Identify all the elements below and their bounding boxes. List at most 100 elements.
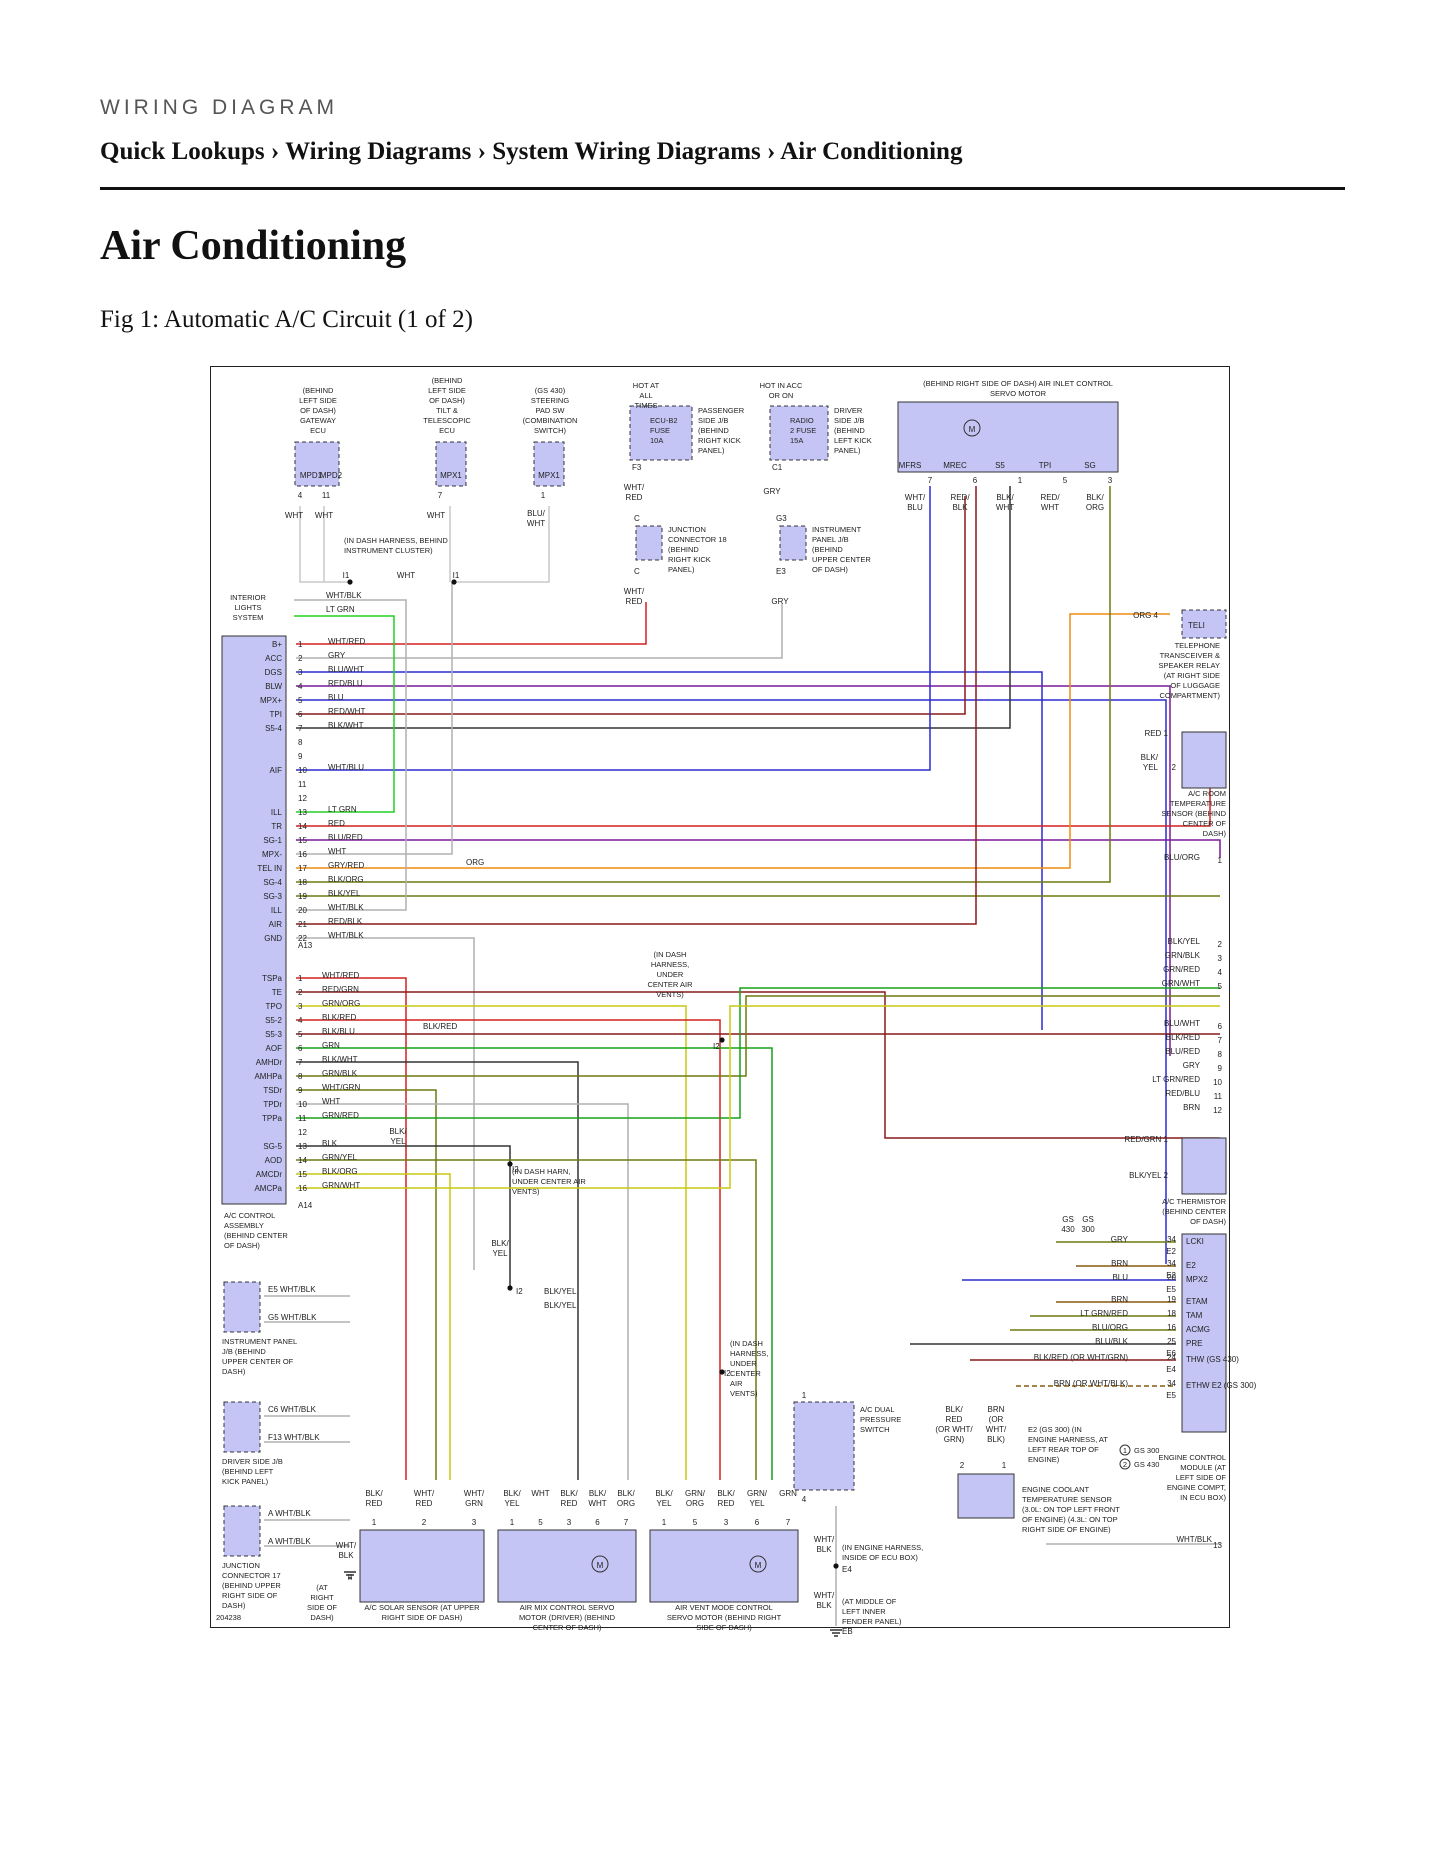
page-title: Air Conditioning [100, 223, 407, 269]
splice-dot [451, 579, 457, 585]
diagram-label: C6 WHT/BLK [268, 1405, 317, 1414]
a13-pin-number: 19 [298, 892, 307, 901]
wire-steering [454, 506, 550, 583]
left-junction-box-label: RIGHT SIDE OF [222, 1591, 278, 1600]
diagram-label: YEL [492, 1249, 508, 1258]
motor-icon [591, 1555, 609, 1573]
diagram-label: BLK/ [503, 1489, 521, 1498]
motor-icon-label: M [969, 425, 976, 434]
diagram-label: 1 [802, 1391, 807, 1400]
diagram-label: G5 WHT/BLK [268, 1313, 317, 1322]
a13-pin-name: TEL IN [257, 864, 282, 873]
a14-pin-name: S5-2 [265, 1016, 282, 1025]
gateway-ecu-label: LEFT SIDE [299, 396, 337, 405]
a13-pin-name: S5-4 [265, 724, 282, 733]
breadcrumb-item[interactable]: Wiring Diagrams [285, 138, 472, 165]
diagram-label: YEL [656, 1499, 672, 1508]
blower-pin: 4 [1218, 968, 1223, 977]
bottom-component-label: CENTER OF DASH) [533, 1623, 602, 1632]
diagram-label: 13 [1213, 1541, 1222, 1550]
a13-pin-number: 7 [298, 724, 303, 733]
diagram-label: 1 [510, 1518, 515, 1527]
diagram-label: FUSE [650, 426, 670, 435]
diagram-label: F3 [632, 463, 642, 472]
steering-pad-label: (GS 430) [535, 386, 566, 395]
diagram-label: (BEHIND [834, 426, 865, 435]
a13-pin-number: 3 [298, 668, 303, 677]
a13-pin-number: 1 [298, 640, 303, 649]
junction-18-label: (BEHIND [668, 545, 699, 554]
a13-wire-label: LT GRN [328, 805, 357, 814]
diagram-label: 7 [928, 476, 933, 485]
blower-pin: 5 [1218, 982, 1223, 991]
wire-blu-red [296, 839, 1221, 858]
wire-lt-grn [294, 615, 395, 813]
ecu-b2-fuse-box [629, 405, 693, 461]
diagram-label: (OR [989, 1415, 1004, 1424]
left-junction-box [223, 1505, 261, 1557]
splice-dot [507, 1161, 513, 1167]
tilt-ecu-label: ECU [439, 426, 455, 435]
ecm-pin-name: ETHW E2 (GS 300) [1186, 1381, 1257, 1390]
interior-lights-label: INTERIOR [230, 593, 266, 602]
a13-pin-number: 17 [298, 864, 307, 873]
a13-pin-number: 5 [298, 696, 303, 705]
pressure-switch-label: PRESSURE [860, 1415, 901, 1424]
wire-grn-blk [296, 995, 1220, 1077]
tilt-telescopic-ecu [435, 441, 467, 487]
a13-pin-number: 6 [298, 710, 303, 719]
ecm-connector-id: E5 [1166, 1285, 1176, 1294]
gateway-ecu [294, 441, 340, 487]
breadcrumb-item[interactable]: System Wiring Diagrams [492, 138, 761, 165]
diagram-label: 6 [973, 476, 978, 485]
diagram-label: 1 [1123, 1446, 1127, 1455]
a13-pin-number: 4 [298, 682, 303, 691]
a14-wire-label: WHT [322, 1097, 340, 1106]
a14-wire-label: GRN/YEL [322, 1153, 358, 1162]
ecm-pin-name: PRE [1186, 1339, 1202, 1348]
diagram-label: WHT [1041, 503, 1059, 512]
splice-dot [719, 1037, 725, 1043]
diagram-label: C1 [772, 463, 783, 472]
diagram-label: WHT [996, 503, 1014, 512]
diagram-label: BLK/YEL [544, 1301, 577, 1310]
tilt-ecu-label: LEFT SIDE [428, 386, 466, 395]
breadcrumb-item[interactable]: Quick Lookups [100, 138, 265, 165]
diagram-label: WHT/ [624, 587, 645, 596]
wire-blk-wht-2 [296, 1061, 579, 1480]
harness-note: (IN DASH [730, 1339, 763, 1348]
left-junction-box-label: JUNCTION [222, 1561, 260, 1570]
diagram-label: M [755, 1561, 762, 1570]
harness-note: UNDER [730, 1359, 757, 1368]
ground-label: (AT MIDDLE OF [842, 1597, 897, 1606]
diagram-label: RED [626, 493, 643, 502]
connector-a14-id: A14 [298, 1201, 313, 1210]
diagram-label: ORG [1086, 503, 1104, 512]
left-junction-box [223, 1401, 261, 1453]
tilt-ecu-label: TILT & [436, 406, 458, 415]
left-junction-box-label: (BEHIND LEFT [222, 1467, 274, 1476]
a14-pin-number: 7 [298, 1058, 303, 1067]
diagram-label: E4 [842, 1565, 852, 1574]
steering-pad-label: STEERING [531, 396, 570, 405]
ecm-pin-name: LCKI [1186, 1237, 1204, 1246]
diagram-label: WHT [427, 511, 445, 520]
pressure-switch-label: A/C DUAL [860, 1405, 895, 1414]
a13-wire-label: WHT/BLK [328, 931, 364, 940]
a14-pin-name: TSDr [263, 1086, 282, 1095]
breadcrumb-separator: › [477, 138, 486, 165]
breadcrumb-item[interactable]: Air Conditioning [780, 138, 963, 165]
diagram-label: 2 [960, 1461, 965, 1470]
diagram-label: 4 [298, 491, 303, 500]
diagram-label: 7 [624, 1518, 629, 1527]
diagram-label: 1 [1018, 476, 1023, 485]
telephone-relay-label: (AT RIGHT SIDE [1164, 671, 1220, 680]
blower-wire-label: BRN [1183, 1103, 1200, 1112]
a13-pin-name: GND [264, 934, 282, 943]
diagram-label: 11 [322, 491, 331, 500]
blower-wire-label: BLU/ORG [1164, 853, 1200, 862]
diagram-label: RED [946, 1415, 963, 1424]
blower-wire-label: GRN/WHT [1162, 979, 1200, 988]
